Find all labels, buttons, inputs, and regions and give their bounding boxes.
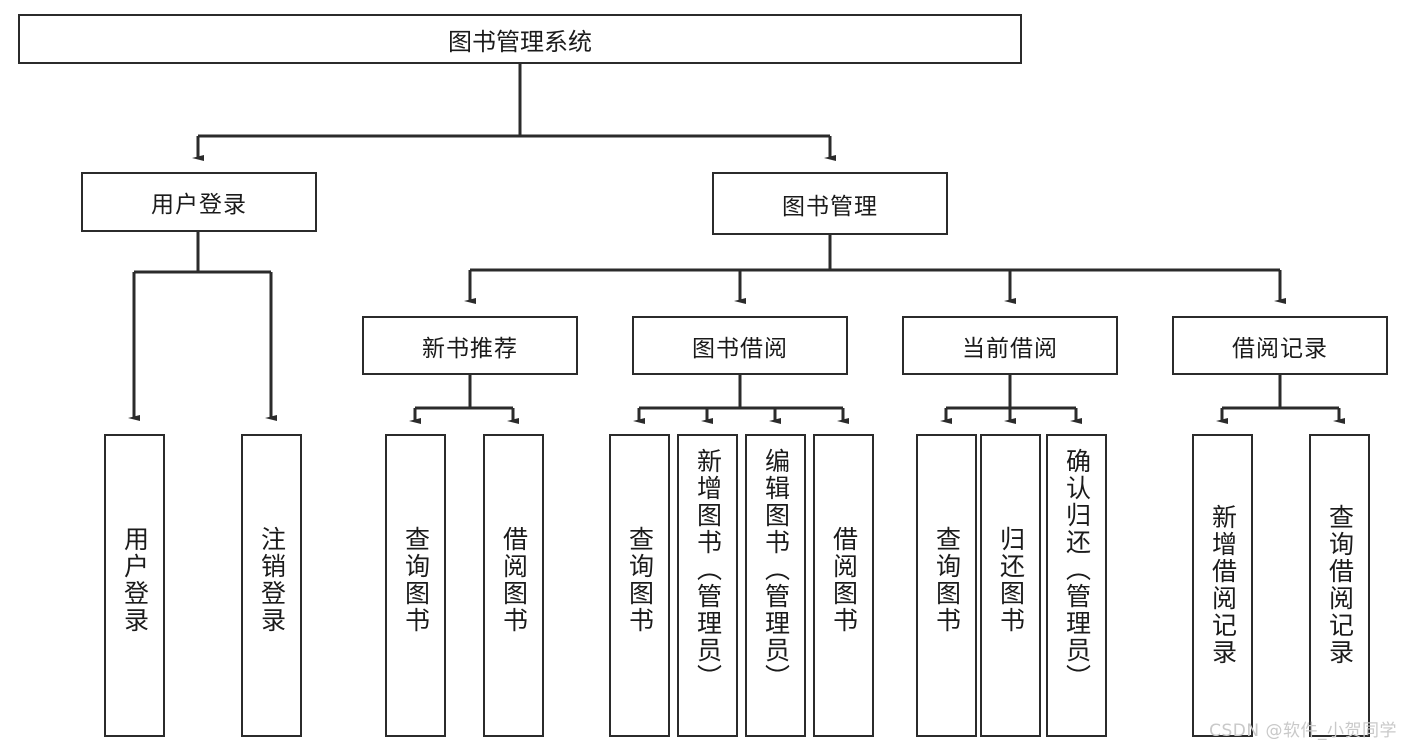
node-new-book-recommend[interactable]: 新书推荐 (362, 316, 578, 375)
leaf-current-confirm-return[interactable]: 确认归还（管理员） (1046, 434, 1107, 737)
node-book-borrow-label: 图书借阅 (692, 335, 788, 362)
node-current-borrow-label: 当前借阅 (962, 335, 1058, 362)
leaf-borrow-query-book-label: 查询图书 (625, 526, 655, 634)
leaf-current-return-book[interactable]: 归还图书 (980, 434, 1041, 737)
leaf-borrow-edit-book[interactable]: 编辑图书（管理员） (745, 434, 806, 737)
leaf-newbook-query-book-label: 查询图书 (401, 526, 431, 634)
node-root-label: 图书管理系统 (448, 27, 592, 56)
leaf-user-logout[interactable]: 注销登录 (241, 434, 302, 737)
leaf-current-query-book-label: 查询图书 (932, 526, 962, 634)
leaf-borrow-query-book[interactable]: 查询图书 (609, 434, 670, 737)
node-user-login[interactable]: 用户登录 (81, 172, 317, 232)
leaf-user-logout-label: 注销登录 (257, 526, 287, 634)
leaf-borrow-add-book-label: 新增图书（管理员） (693, 448, 723, 691)
leaf-record-add-label: 新增借阅记录 (1208, 504, 1238, 666)
leaf-current-query-book[interactable]: 查询图书 (916, 434, 977, 737)
leaf-current-confirm-return-label: 确认归还（管理员） (1062, 448, 1092, 691)
node-new-book-recommend-label: 新书推荐 (422, 335, 518, 362)
leaf-user-login[interactable]: 用户登录 (104, 434, 165, 737)
node-book-management[interactable]: 图书管理 (712, 172, 948, 235)
leaf-borrow-edit-book-label: 编辑图书（管理员） (761, 448, 791, 691)
leaf-borrow-borrow-book-label: 借阅图书 (829, 526, 859, 634)
leaf-borrow-borrow-book[interactable]: 借阅图书 (813, 434, 874, 737)
leaf-record-add[interactable]: 新增借阅记录 (1192, 434, 1253, 737)
leaf-borrow-add-book[interactable]: 新增图书（管理员） (677, 434, 738, 737)
node-root[interactable]: 图书管理系统 (18, 14, 1022, 64)
leaf-record-query[interactable]: 查询借阅记录 (1309, 434, 1370, 737)
node-current-borrow[interactable]: 当前借阅 (902, 316, 1118, 375)
csdn-watermark: CSDN @软件_小贺同学 (1209, 721, 1397, 741)
node-borrow-record-label: 借阅记录 (1232, 335, 1328, 362)
leaf-newbook-borrow-book-label: 借阅图书 (499, 526, 529, 634)
node-borrow-record[interactable]: 借阅记录 (1172, 316, 1388, 375)
node-book-management-label: 图书管理 (782, 193, 878, 220)
leaf-user-login-label: 用户登录 (120, 526, 150, 634)
node-book-borrow[interactable]: 图书借阅 (632, 316, 848, 375)
leaf-current-return-book-label: 归还图书 (996, 526, 1026, 634)
leaf-newbook-query-book[interactable]: 查询图书 (385, 434, 446, 737)
node-user-login-label: 用户登录 (151, 192, 247, 218)
leaf-newbook-borrow-book[interactable]: 借阅图书 (483, 434, 544, 737)
leaf-record-query-label: 查询借阅记录 (1325, 504, 1355, 666)
